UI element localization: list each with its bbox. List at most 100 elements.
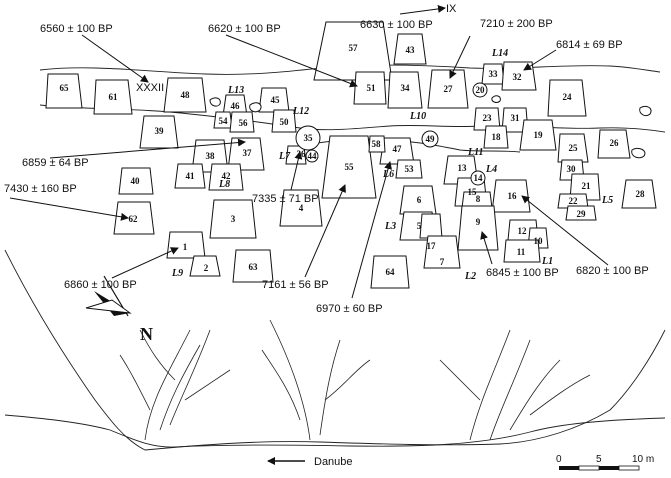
- label-10: 10: [534, 236, 544, 246]
- label-57: 57: [349, 43, 359, 53]
- level-label-L3: L3: [384, 221, 396, 232]
- label-30: 30: [567, 164, 577, 174]
- north-arrow-half: [85, 299, 132, 314]
- structure-17: [419, 213, 443, 239]
- scale-bar-black-2: [599, 466, 619, 470]
- structures: [45, 21, 657, 289]
- structure-7: [423, 235, 461, 269]
- structure-24: [547, 79, 587, 117]
- label-45: 45: [271, 95, 281, 105]
- ref-label-IX: IX: [446, 3, 457, 15]
- label-4: 4: [299, 203, 304, 213]
- structure-18: [483, 125, 509, 149]
- level-labels: L1 L2 L3 L4 L5 L6 L7 L8 L9 L10 L11 L12 L…: [171, 48, 613, 282]
- label-34: 34: [401, 83, 411, 93]
- label-49: 49: [426, 134, 436, 144]
- pointer-7210: [449, 35, 471, 79]
- label-1: 1: [183, 242, 188, 252]
- level-label-L5: L5: [601, 195, 613, 206]
- structure-35: [295, 125, 321, 151]
- label-44: 44: [308, 151, 318, 161]
- label-48: 48: [181, 90, 191, 100]
- structure-37: [227, 137, 265, 171]
- gully-middle: [261, 319, 371, 441]
- structure-19: [519, 119, 557, 151]
- label-36: 36: [297, 149, 307, 159]
- date-label-7161: 7161 ± 56 BP: [262, 279, 329, 291]
- level-label-L10: L10: [409, 111, 426, 122]
- structure-4: [279, 189, 323, 227]
- label-51: 51: [367, 83, 377, 93]
- structure-40: [118, 167, 154, 195]
- pointer-6814: [523, 49, 557, 71]
- date-label-7335: 7335 ± 71 BP: [252, 193, 319, 205]
- label-26: 26: [610, 138, 620, 148]
- date-label-6630: 6630 ± 100 BP: [360, 19, 433, 31]
- gully-west: [119, 329, 231, 441]
- rock-4: [631, 147, 646, 159]
- structure-labels: 57 43 65 61 48 46 45 51 34 27 33 32 24 5…: [60, 43, 646, 277]
- date-labels: 6560 ± 100 BP 6620 ± 100 BP 6630 ± 100 B…: [4, 18, 649, 315]
- date-label-6860: 6860 ± 100 BP: [64, 279, 137, 291]
- structure-54: [321, 135, 377, 199]
- level-label-L12: L12: [292, 106, 309, 117]
- label-53: 53: [405, 164, 415, 174]
- date-label-6814: 6814 ± 69 BP: [556, 39, 623, 51]
- lower-slope-edge: [4, 249, 666, 451]
- structure-26: [597, 129, 631, 159]
- label-50: 50: [280, 117, 290, 127]
- level-label-L8: L8: [218, 179, 230, 190]
- level-label-L7: L7: [278, 151, 291, 162]
- scale-tick-0: 0: [556, 454, 562, 465]
- label-54: 55: [345, 162, 355, 172]
- structure-49: [421, 130, 439, 148]
- level-label-L11: L11: [467, 147, 484, 158]
- pointer-6620: [225, 34, 358, 88]
- rock-3: [639, 105, 652, 117]
- pointer-6820: [521, 195, 609, 266]
- structure-16: [491, 179, 531, 213]
- date-label-6970: 6970 ± 60 BP: [316, 303, 383, 315]
- scale-bar-white-1: [578, 465, 600, 471]
- label-63: 63: [249, 262, 259, 272]
- date-label-6560: 6560 ± 100 BP: [40, 23, 113, 35]
- structure-65: [45, 73, 83, 109]
- label-39: 39: [155, 126, 165, 136]
- level-label-L13: L13: [227, 85, 244, 96]
- label-9: 9: [476, 217, 481, 227]
- label-62: 62: [129, 214, 139, 224]
- label-7: 7: [440, 257, 445, 267]
- structure-9: [457, 205, 499, 251]
- label-38: 38: [206, 151, 216, 161]
- structure-25: [557, 133, 589, 163]
- structure-42: [208, 163, 244, 191]
- label-37: 37: [243, 148, 253, 158]
- label-15: 15: [468, 187, 478, 197]
- structure-43: [393, 33, 427, 65]
- structure-2: [189, 255, 221, 277]
- pointer-7335: [290, 151, 303, 191]
- label-23: 23: [483, 113, 493, 123]
- date-label-7430: 7430 ± 160 BP: [4, 183, 77, 195]
- label-13: 13: [458, 163, 468, 173]
- level-label-L6: L6: [382, 169, 394, 180]
- date-label-6820: 6820 ± 100 BP: [576, 265, 649, 277]
- label-25: 25: [569, 143, 579, 153]
- label-17: 17: [427, 241, 437, 251]
- north-arrow: N: [85, 275, 153, 344]
- structure-50: [271, 109, 297, 133]
- gully-east: [439, 329, 591, 441]
- label-24: 24: [563, 92, 573, 102]
- label-27: 27: [444, 84, 454, 94]
- label-56: 56: [239, 118, 249, 128]
- scale-tick-5: 5: [596, 454, 602, 465]
- label-33: 33: [489, 69, 499, 79]
- scale-tick-10: 10 m: [632, 454, 654, 465]
- structure-41: [174, 163, 206, 189]
- structure-39: [139, 115, 179, 149]
- level-label-L1: L1: [541, 256, 553, 267]
- structure-28: [621, 179, 657, 209]
- label-11: 11: [517, 247, 526, 257]
- label-64: 64: [386, 267, 396, 277]
- river-indicator: Danube: [267, 456, 353, 468]
